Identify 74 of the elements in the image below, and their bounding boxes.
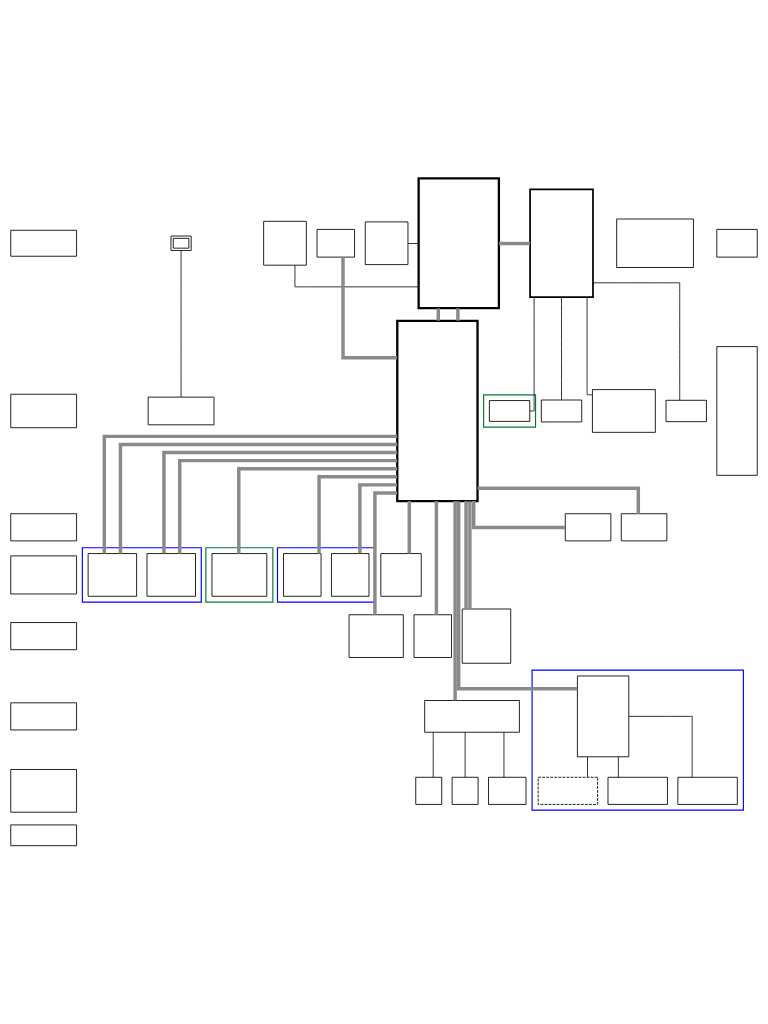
connector: [586, 296, 593, 396]
connector: [180, 250, 182, 398]
node-box: [591, 389, 656, 433]
node-box: [316, 228, 355, 258]
connector: [341, 257, 398, 360]
node-box: [488, 776, 527, 805]
node-box: [620, 513, 668, 542]
node-box: [576, 675, 630, 758]
connector: [407, 501, 411, 554]
node-box: [263, 220, 307, 266]
connector: [464, 501, 468, 609]
node-box: [211, 553, 268, 597]
node-box: [677, 776, 738, 805]
connector: [471, 501, 566, 530]
connector: [592, 282, 681, 401]
node-box: [10, 555, 77, 595]
connector: [432, 731, 434, 778]
connector: [456, 308, 460, 321]
node-box: [540, 399, 583, 423]
cluster: [81, 547, 202, 603]
node-box: [451, 776, 479, 805]
connector: [561, 296, 562, 401]
node-box: [380, 553, 422, 597]
connector: [587, 756, 588, 778]
connector: [498, 241, 530, 246]
node-box: [413, 614, 452, 658]
node-box: [10, 622, 77, 651]
connector: [294, 264, 419, 288]
connector: [373, 491, 398, 615]
node-box: [348, 614, 404, 658]
node-box: [331, 553, 370, 597]
node-box: [10, 769, 77, 813]
node-box: [146, 553, 196, 597]
connector: [464, 731, 466, 778]
cluster: [531, 669, 744, 811]
node-box: [10, 393, 77, 429]
connector: [317, 475, 398, 554]
node-box: [10, 702, 77, 731]
node-box: [665, 399, 707, 423]
connector: [628, 715, 693, 778]
connector: [529, 296, 535, 412]
node-box: [488, 400, 531, 422]
connector: [456, 501, 578, 691]
node-box: [417, 177, 501, 310]
cluster: [276, 547, 376, 603]
node-box: [461, 608, 512, 664]
node-box: [364, 221, 409, 266]
node-box: [283, 553, 322, 597]
connector: [468, 501, 472, 609]
node-box: [147, 396, 215, 426]
node-box: [716, 228, 758, 258]
node-box: [616, 218, 694, 268]
cluster: [205, 547, 274, 603]
node-box: [10, 513, 77, 542]
node-box: [10, 824, 77, 847]
connector: [434, 501, 439, 615]
node-box: [537, 776, 599, 805]
node-box: [87, 553, 138, 597]
node-box: [10, 229, 77, 257]
connector: [503, 731, 505, 778]
node-box: [424, 700, 520, 733]
node-box: [716, 346, 758, 476]
connector: [407, 243, 419, 244]
connector: [436, 308, 440, 321]
connector: [618, 756, 619, 778]
node-box: [396, 319, 479, 503]
connector: [453, 501, 457, 701]
connector: [358, 483, 398, 554]
node-box: [607, 776, 668, 805]
node-box: [529, 188, 594, 299]
connector: [237, 466, 398, 554]
node-box: [415, 776, 443, 805]
connector: [477, 486, 641, 514]
node-box: [564, 513, 612, 542]
